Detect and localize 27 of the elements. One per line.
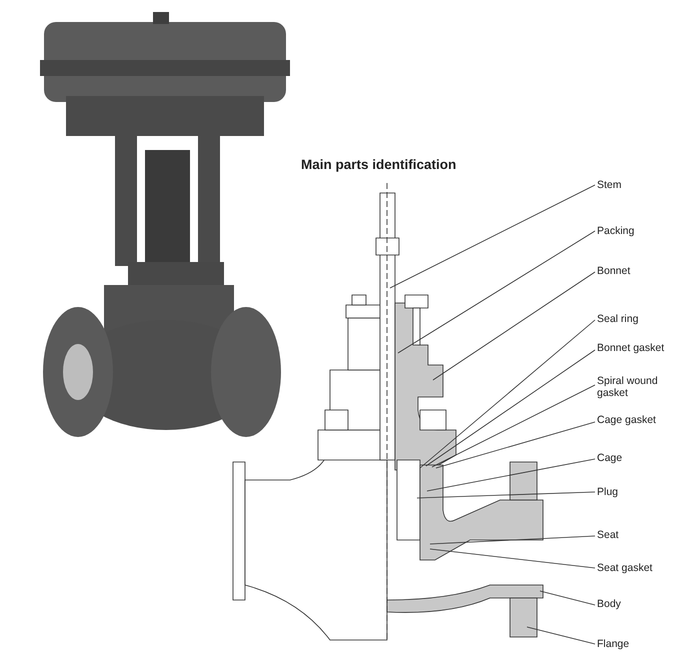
leader-line	[420, 320, 596, 468]
leader-line	[430, 548, 596, 568]
leader-line	[426, 458, 596, 492]
part-label: Cage gasket	[597, 414, 677, 426]
part-label: Packing	[597, 225, 677, 237]
part-label: Flange	[597, 638, 677, 650]
part-label: Plug	[597, 486, 677, 498]
part-label: Body	[597, 598, 677, 610]
leader-line	[540, 590, 596, 606]
leader-line	[416, 492, 596, 498]
leader-line	[436, 422, 596, 468]
part-label: Seat gasket	[597, 562, 677, 574]
part-label: Seal ring	[597, 313, 677, 325]
leader-line	[432, 272, 596, 380]
part-label: Spiral wound gasket	[597, 375, 677, 399]
leader-line	[398, 230, 596, 354]
leader-line	[432, 384, 596, 468]
leader-line	[390, 184, 596, 288]
part-label: Bonnet gasket	[597, 342, 677, 354]
leader-line	[426, 350, 596, 466]
part-label: Bonnet	[597, 265, 677, 277]
leader-line	[430, 536, 596, 544]
part-label: Cage	[597, 452, 677, 464]
part-label: Stem	[597, 179, 677, 191]
leader-line	[526, 626, 596, 644]
part-label: Seat	[597, 529, 677, 541]
diagram-title: Main parts identification	[301, 157, 456, 172]
